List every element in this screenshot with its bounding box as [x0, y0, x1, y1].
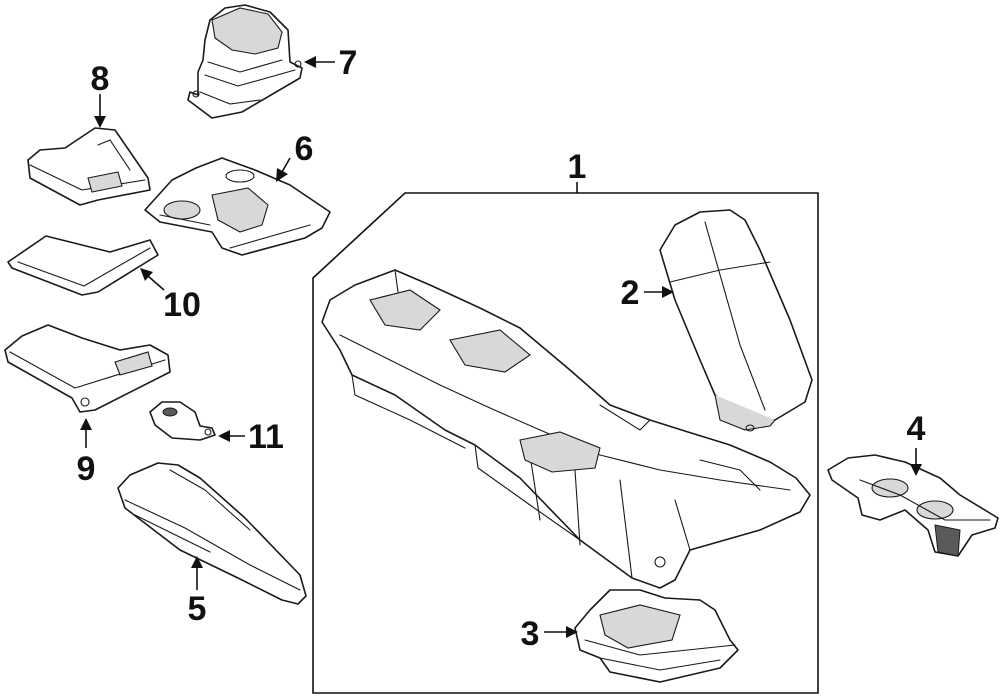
callout-1: 1 — [568, 148, 587, 186]
callout-7: 7 — [339, 44, 358, 82]
leaders — [80, 56, 922, 638]
arrow-11 — [218, 430, 230, 442]
arrow-5 — [191, 556, 203, 568]
arrow-8 — [94, 116, 106, 128]
arrow-7 — [304, 56, 316, 68]
arrow-9 — [80, 418, 92, 430]
callout-2: 2 — [621, 274, 640, 312]
callout-11: 11 — [248, 418, 284, 456]
assembly-box — [312, 192, 819, 694]
leader-10 — [147, 275, 165, 291]
part-5-side-panel — [117, 462, 307, 605]
callout-8: 8 — [91, 60, 110, 98]
callout-4: 4 — [907, 410, 926, 448]
part-1-console — [321, 269, 811, 589]
part-11-bracket — [149, 401, 216, 441]
arrow-6 — [276, 168, 288, 182]
part-6-bezel — [144, 157, 331, 256]
part-10-mat — [7, 235, 159, 296]
callout-labels: 1 2 3 4 5 6 7 8 9 10 11 — [77, 44, 926, 653]
arrow-4 — [910, 464, 922, 476]
part-3-bin — [574, 589, 739, 683]
callout-9: 9 — [77, 450, 96, 488]
part-2-armrest — [659, 209, 813, 432]
arrow-10 — [140, 268, 153, 281]
arrow-3 — [566, 626, 578, 638]
leader-6 — [281, 157, 291, 173]
callout-3: 3 — [521, 615, 540, 653]
callout-5: 5 — [188, 590, 207, 628]
part-8-trim — [27, 127, 151, 206]
part-9-tray — [4, 324, 171, 413]
callout-6: 6 — [295, 130, 314, 168]
part-7-shifter — [187, 4, 303, 119]
arrow-2 — [662, 286, 674, 298]
part-4-cupholder — [827, 454, 999, 557]
callout-10: 10 — [163, 286, 201, 324]
